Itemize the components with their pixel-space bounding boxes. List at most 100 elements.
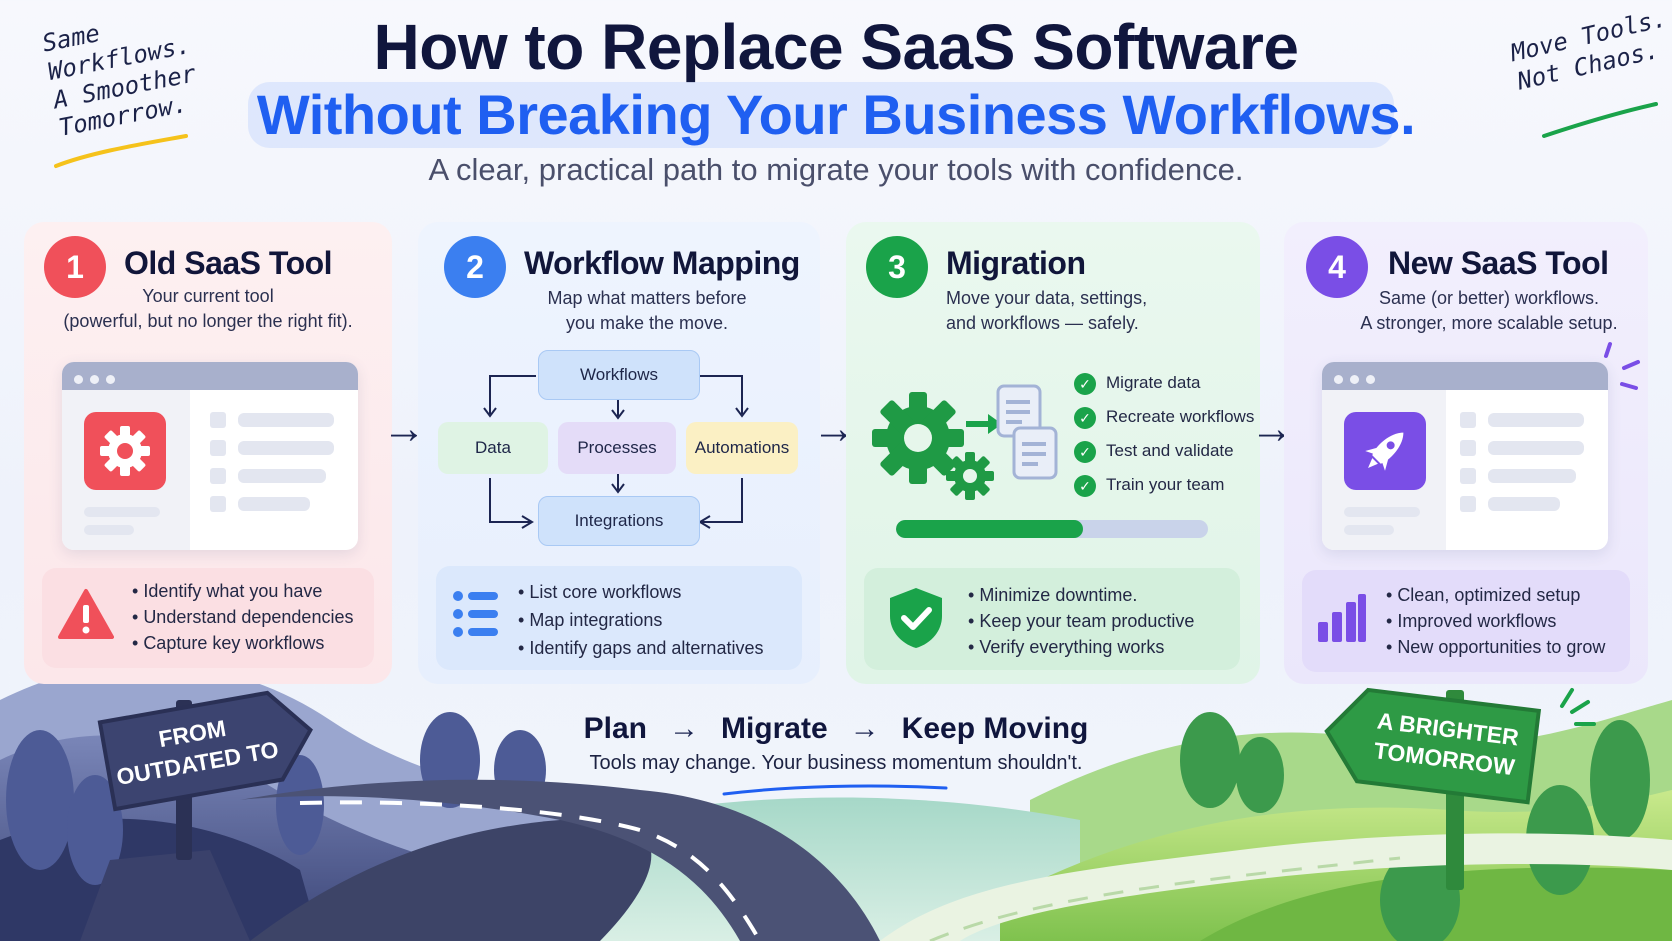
window-dot xyxy=(74,375,83,384)
step-number-badge: 1 xyxy=(44,236,106,298)
placeholder-line xyxy=(1488,469,1576,483)
sign-from-outdated: FROM OUTDATED TO xyxy=(93,682,322,814)
tagline-underline xyxy=(722,784,948,796)
step-description: Move your data, settings, and workflows … xyxy=(946,286,1147,336)
checklist-label: Test and validate xyxy=(1106,441,1234,460)
bullet-item: New opportunities to grow xyxy=(1386,634,1605,660)
map-node-workflows: Workflows xyxy=(538,350,700,400)
workflow-map-connectors xyxy=(483,375,749,529)
placeholder-square xyxy=(210,440,226,456)
checklist-label: Migrate data xyxy=(1106,373,1201,392)
desc-line: (powerful, but no longer the right fit). xyxy=(63,311,353,331)
checklist-label: Recreate workflows xyxy=(1106,407,1255,426)
check-icon: ✓ xyxy=(1074,474,1096,497)
placeholder-line xyxy=(238,441,334,455)
bullet-item: Verify everything works xyxy=(968,634,1194,660)
placeholder-line xyxy=(238,469,326,483)
step-bullets: Clean, optimized setup Improved workflow… xyxy=(1386,582,1605,660)
step-title: Migration xyxy=(946,245,1086,281)
step-bullets: Minimize downtime. Keep your team produc… xyxy=(968,582,1194,660)
step-description: Your current tool (powerful, but no long… xyxy=(24,284,392,334)
warning-icon xyxy=(58,589,114,639)
step-number-badge: 4 xyxy=(1306,236,1368,298)
desc-line: Same (or better) workflows. xyxy=(1378,288,1600,308)
flow-step: Migrate xyxy=(720,712,828,745)
shield-check-icon xyxy=(890,588,942,648)
flow-arrow-icon: → xyxy=(668,712,699,745)
map-node-integrations: Integrations xyxy=(538,496,700,546)
migration-progress-fill xyxy=(896,520,1084,538)
flow-step: Keep Moving xyxy=(901,712,1089,745)
page-subtitle: A clear, practical path to migrate your … xyxy=(428,152,1244,187)
bullet-item: Capture key workflows xyxy=(132,630,353,656)
migration-checklist: ✓ Migrate data ✓ Recreate workflows ✓ Test … xyxy=(1074,366,1254,502)
placeholder-square xyxy=(210,412,226,428)
desc-line: you make the move. xyxy=(565,313,729,333)
checklist-label: Train your team xyxy=(1106,475,1225,494)
sign-brighter-tomorrow: A BRIGHTER TOMORROW xyxy=(1317,681,1546,807)
bar-chart-icon xyxy=(1318,594,1366,642)
placeholder-square xyxy=(1460,468,1476,484)
page-title: How to Replace SaaS Software xyxy=(373,11,1299,83)
map-node-data: Data xyxy=(438,422,548,474)
placeholder-square xyxy=(210,496,226,512)
process-flow: Plan→Migrate→Keep Moving xyxy=(0,712,1672,746)
bullet-item: List core workflows xyxy=(518,578,763,606)
placeholder-square xyxy=(1460,412,1476,428)
rocket-icon xyxy=(1344,412,1426,490)
placeholder-line xyxy=(238,497,310,511)
placeholder-square xyxy=(210,468,226,484)
sign-board xyxy=(97,690,313,812)
placeholder-line xyxy=(84,525,134,535)
window-dot xyxy=(106,375,115,384)
old-tool-window xyxy=(62,362,358,550)
bullet-item: Minimize downtime. xyxy=(968,582,1194,608)
new-tool-window xyxy=(1322,362,1608,550)
yellow-underline xyxy=(54,134,188,168)
map-node-processes: Processes xyxy=(558,422,676,474)
check-icon: ✓ xyxy=(1074,440,1096,463)
migration-progress-track xyxy=(896,520,1208,538)
green-underline xyxy=(1542,102,1658,138)
window-dot xyxy=(1334,375,1343,384)
bullet-item: Improved workflows xyxy=(1386,608,1605,634)
map-node-automations: Automations xyxy=(686,422,798,474)
placeholder-line xyxy=(1488,441,1584,455)
window-titlebar xyxy=(1322,362,1608,390)
check-icon: ✓ xyxy=(1074,406,1096,429)
list-icon xyxy=(453,591,498,637)
checklist-item: ✓ Migrate data xyxy=(1074,366,1254,400)
placeholder-square xyxy=(1460,496,1476,512)
bullet-item: Clean, optimized setup xyxy=(1386,582,1605,608)
gears-icon xyxy=(872,384,1058,500)
window-dot xyxy=(1366,375,1375,384)
gear-icon xyxy=(84,412,166,490)
bullet-item: Map integrations xyxy=(518,606,763,634)
bullet-item: Identify what you have xyxy=(132,578,353,604)
desc-line: and workflows — safely. xyxy=(946,313,1139,333)
placeholder-line xyxy=(238,413,334,427)
desc-line: Your current tool xyxy=(142,286,274,306)
step-number-badge: 2 xyxy=(444,236,506,298)
desc-line: Move your data, settings, xyxy=(946,288,1148,308)
checklist-item: ✓ Recreate workflows xyxy=(1074,400,1254,434)
step-title: Old SaaS Tool xyxy=(124,245,333,281)
window-dot xyxy=(90,375,99,384)
step-description: Map what matters before you make the mov… xyxy=(512,286,782,336)
placeholder-line xyxy=(1488,497,1560,511)
checklist-item: ✓ Train your team xyxy=(1074,468,1254,502)
title-highlight xyxy=(248,82,1394,148)
flow-arrow-icon: → xyxy=(849,712,880,745)
sparkle-icon xyxy=(1560,688,1596,726)
bullet-item: Understand dependencies xyxy=(132,604,353,630)
tagline: Tools may change. Your business momentum… xyxy=(589,752,1083,774)
placeholder-line xyxy=(84,507,160,517)
checklist-item: ✓ Test and validate xyxy=(1074,434,1254,468)
desc-line: A stronger, more scalable setup. xyxy=(1360,313,1618,333)
sign-board xyxy=(1324,687,1542,805)
bullet-item: Identify gaps and alternatives xyxy=(518,634,763,662)
placeholder-line xyxy=(1488,413,1584,427)
sparkle-icon xyxy=(1604,342,1640,390)
check-icon: ✓ xyxy=(1074,372,1096,395)
page-title-highlight: Without Breaking Your Business Workflows… xyxy=(256,83,1416,146)
